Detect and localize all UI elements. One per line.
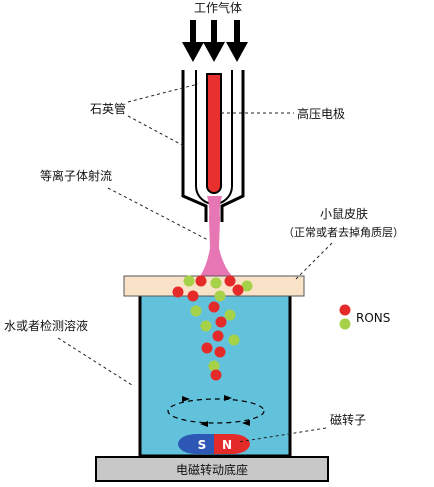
magnet-pole-n	[214, 434, 250, 454]
rons-particle-green	[183, 275, 195, 287]
rons-particle-red	[214, 346, 226, 358]
skin-leader	[295, 242, 333, 280]
quartz-tube-leader	[127, 83, 199, 103]
rons-particle-red	[172, 286, 184, 298]
rons-legend-green-dot	[339, 318, 351, 330]
rons-particle-red	[187, 290, 199, 302]
magnet-s-label: S	[198, 438, 207, 452]
plasma-jet-leader	[107, 187, 209, 241]
magnet-pole-s	[178, 434, 214, 454]
rons-particle-green	[241, 280, 253, 292]
hv-electrode	[206, 73, 222, 194]
plasma-jet-label: 等离子体射流	[40, 168, 112, 183]
magnet-n-label: N	[222, 438, 232, 452]
skin-label-line2: （正常或者去掉角质层）	[283, 225, 404, 239]
liquid-label: 水或者检测溶液	[4, 318, 88, 333]
rons-particle-green	[200, 320, 212, 332]
electromagnetic-base	[95, 456, 329, 482]
base-label: 电磁转动底座	[176, 462, 248, 477]
working-gas-label: 工作气体	[194, 0, 242, 15]
rons-particle-green	[190, 305, 202, 317]
liquid-leader	[57, 337, 133, 386]
rons-particle-red	[212, 330, 224, 342]
rons-legend-red-dot	[339, 304, 351, 316]
rons-particle-green	[208, 360, 220, 372]
gas-arrow-right	[226, 20, 248, 62]
rons-particle-red	[201, 342, 213, 354]
rons-particle-red	[215, 316, 227, 328]
skin-label-line1: 小鼠皮肤	[320, 206, 368, 221]
hv-electrode-label: 高压电极	[297, 106, 345, 121]
rons-particle-red	[232, 284, 244, 296]
rons-particle-red	[195, 275, 207, 287]
gas-arrow-middle	[203, 20, 225, 62]
rons-legend: RONS	[339, 304, 390, 330]
rons-particle-green	[210, 277, 222, 289]
quartz-tube-label: 石英管	[90, 101, 126, 116]
gas-arrow-left	[182, 20, 204, 62]
plasma-jet	[200, 196, 232, 276]
rons-particle-red	[208, 301, 220, 313]
rons-particle-green	[228, 334, 240, 346]
rons-particle-green	[214, 290, 226, 302]
magnetic-stir-bar: S N	[178, 434, 250, 454]
rons-particle-red	[224, 275, 236, 287]
quartz-tube-leader-2	[127, 115, 185, 147]
rons-legend-label: RONS	[356, 311, 390, 325]
rotation-flow-indicator	[167, 395, 265, 427]
rons-particle-green	[224, 309, 236, 321]
stir-bar-label: 磁转子	[330, 412, 366, 427]
gas-flow-arrows	[182, 20, 248, 62]
rons-particle-red	[210, 369, 222, 381]
rons-particles	[172, 275, 253, 381]
stir-bar-leader	[237, 427, 327, 443]
